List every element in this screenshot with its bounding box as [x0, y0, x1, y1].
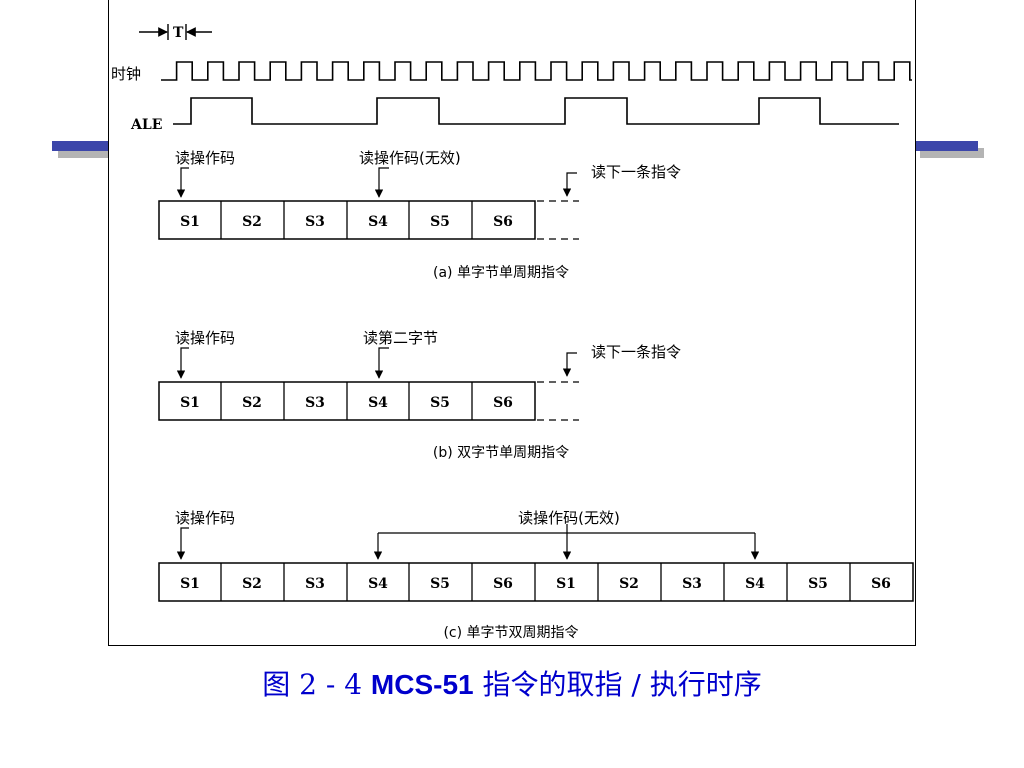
panel-b-cell: S1	[180, 395, 200, 411]
panel-b-cell: S3	[305, 395, 325, 411]
ale-label: ALE	[130, 117, 162, 133]
clock-waveform	[161, 61, 912, 81]
decor-bar-left	[52, 141, 112, 151]
panel-a-cell: S1	[180, 214, 200, 230]
ale-waveform	[173, 97, 899, 125]
panel-b-left-label: 读操作码	[175, 329, 235, 347]
panel-b-next-label: 读下一条指令	[591, 343, 681, 361]
decor-bar-left-shadow	[58, 148, 118, 158]
panel-a-cell: S3	[305, 214, 325, 230]
period-label: T	[173, 25, 184, 41]
figure-caption: 图 2 - 4 MCS-51 指令的取指 / 执行时序	[0, 663, 1024, 703]
figure-caption-prefix: 图	[262, 668, 291, 701]
panel-c-cell: S2	[619, 576, 639, 592]
panel-a-left-label: 读操作码	[175, 149, 235, 167]
panel-c-cell: S4	[745, 576, 765, 592]
panel-a-cell: S4	[368, 214, 388, 230]
panel-c-cell: S5	[808, 576, 828, 592]
panel-a-cell: S5	[430, 214, 450, 230]
panel-a-mid-label: 读操作码(无效)	[359, 149, 461, 167]
panel-b-mid-label: 读第二字节	[363, 329, 438, 347]
panel-b-cell: S5	[430, 395, 450, 411]
timing-diagram-panel: T 时钟 ALE 读操作码 读操作码(无效) 读下一条指令 S1	[108, 0, 916, 646]
period-marker: T	[139, 24, 212, 41]
panel-c-cell: S2	[242, 576, 262, 592]
panel-b-cell: S2	[242, 395, 262, 411]
panel-a: 读操作码 读操作码(无效) 读下一条指令 S1 S2 S3 S4 S5 S6 (…	[158, 149, 681, 281]
panel-b-cell: S4	[368, 395, 388, 411]
panel-a-cell: S6	[493, 214, 513, 230]
decor-bar-right	[914, 141, 978, 151]
panel-b: 读操作码 读第二字节 读下一条指令 S1 S2 S3 S4 S5 S6 (b) …	[158, 329, 681, 461]
panel-c: 读操作码 读操作码(无效) S1 S2 S3 S4 S5 S6	[158, 509, 914, 641]
figure-caption-model: MCS-51	[370, 669, 474, 700]
figure-caption-number: 2 - 4	[299, 668, 363, 701]
clock-label: 时钟	[111, 65, 141, 83]
timing-diagram: T 时钟 ALE 读操作码 读操作码(无效) 读下一条指令 S1	[111, 24, 914, 641]
figure-caption-text: 指令的取指 / 执行时序	[482, 668, 762, 701]
panel-c-cell: S5	[430, 576, 450, 592]
panel-a-caption: (a) 单字节单周期指令	[433, 265, 569, 281]
panel-b-cell: S6	[493, 395, 513, 411]
panel-c-cell: S4	[368, 576, 388, 592]
panel-c-state-row	[158, 562, 914, 602]
panel-c-cell: S1	[556, 576, 576, 592]
panel-c-left-label: 读操作码	[175, 509, 235, 527]
panel-c-cell: S3	[305, 576, 325, 592]
panel-c-cell: S6	[871, 576, 891, 592]
panel-a-next-label: 读下一条指令	[591, 163, 681, 181]
panel-c-cell: S6	[493, 576, 513, 592]
decor-bar-right-shadow	[920, 148, 984, 158]
panel-a-cell: S2	[242, 214, 262, 230]
panel-c-cell: S3	[682, 576, 702, 592]
panel-c-cell: S1	[180, 576, 200, 592]
panel-b-caption: (b) 双字节单周期指令	[433, 445, 569, 461]
panel-c-mid-label: 读操作码(无效)	[518, 509, 620, 527]
panel-c-caption: (c) 单字节双周期指令	[443, 625, 578, 641]
